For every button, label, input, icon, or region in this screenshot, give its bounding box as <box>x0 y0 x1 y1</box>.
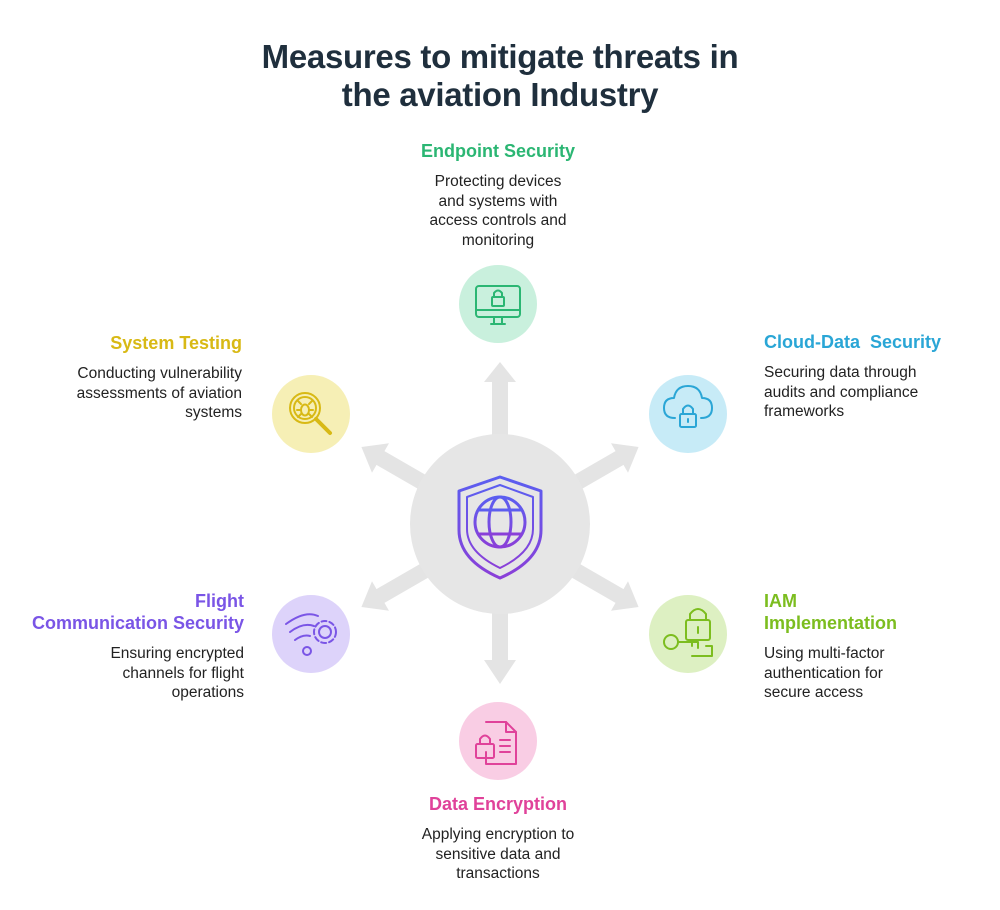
page-title-line-2: the aviation Industry <box>341 76 659 113</box>
iam-implementation-desc-line: authentication for <box>764 664 883 682</box>
cloud-data-security-block: Cloud-Data Security Securing data throug… <box>764 331 996 422</box>
flight-communication-security-title-line: Communication Security <box>31 613 244 633</box>
cloud-data-security-desc-line: Securing data through <box>764 364 917 381</box>
iam-implementation-block: IAM Implementation Using multi-factor au… <box>764 590 996 703</box>
cloud-lock-icon <box>663 385 713 428</box>
monitor-lock-icon <box>475 285 521 325</box>
flight-circle <box>272 595 350 673</box>
data-encryption-desc-line: transactions <box>456 865 540 882</box>
iam-implementation-desc-line: secure access <box>764 684 864 701</box>
endpoint-security-desc-line: monitoring <box>461 231 535 249</box>
endpoint-security-desc-line: Protecting devices <box>434 173 562 190</box>
system-testing-desc: Conducting vulnerability assessments of … <box>4 364 242 423</box>
iam-implementation-desc: Using multi-factor authentication for se… <box>764 644 996 703</box>
data-encryption-desc-line: sensitive data and <box>435 845 561 863</box>
system-testing-desc-line: systems <box>185 404 242 421</box>
system-testing-desc-line: assessments of aviation <box>76 384 242 402</box>
endpoint-security-block: Endpoint Security Protecting devices and… <box>380 140 616 250</box>
data-encryption-title: Data Encryption <box>428 794 568 814</box>
cloud-data-security-desc: Securing data through audits and complia… <box>764 363 996 422</box>
flight-communication-security-desc: Ensuring encrypted channels for flight o… <box>4 644 244 703</box>
iam-implementation-title-line: Implementation <box>764 613 898 633</box>
flight-communication-security-title-line: Flight <box>195 591 244 611</box>
arrow-to-encryption <box>484 600 516 684</box>
key-lock-icon <box>663 608 713 657</box>
shield-globe-icon <box>457 475 543 580</box>
cloud-data-security-desc-line: audits and compliance <box>764 383 919 401</box>
iam-implementation-desc-line: Using multi-factor <box>764 645 885 662</box>
data-encryption-block: Data Encryption Applying encryption to s… <box>370 793 626 884</box>
testing-circle <box>272 375 350 453</box>
system-testing-title: System Testing <box>110 333 242 353</box>
page-title: Measures to mitigate threats in the avia… <box>0 38 1000 114</box>
data-encryption-desc: Applying encryption to sensitive data an… <box>370 825 626 884</box>
cloud-data-security-desc-line: frameworks <box>764 403 845 420</box>
endpoint-security-desc: Protecting devices and systems with acce… <box>380 172 616 250</box>
flight-communication-security-desc-line: operations <box>171 684 244 701</box>
iam-circle <box>649 595 727 673</box>
cloud-data-security-title: Cloud-Data Security <box>764 332 942 352</box>
flight-communication-security-block: Flight Communication Security Ensuring e… <box>4 590 244 703</box>
bug-magnifier-icon <box>289 392 332 435</box>
system-testing-desc-line: Conducting vulnerability <box>77 365 242 382</box>
flight-communication-security-title: Flight Communication Security <box>4 590 244 634</box>
iam-implementation-title-line: IAM <box>764 591 797 611</box>
system-testing-block: System Testing Conducting vulnerability … <box>4 332 242 423</box>
endpoint-security-title: Endpoint Security <box>420 141 575 161</box>
endpoint-security-desc-line: access controls and <box>429 212 567 229</box>
page-title-line-1: Measures to mitigate threats in <box>261 38 739 75</box>
encryption-circle <box>459 702 537 780</box>
flight-communication-security-desc-line: Ensuring encrypted <box>110 645 244 662</box>
endpoint-security-desc-line: and systems with <box>438 192 558 210</box>
document-lock-icon <box>475 721 517 765</box>
endpoint-circle <box>459 265 537 343</box>
iam-implementation-title: IAM Implementation <box>764 590 996 634</box>
wifi-gear-icon <box>285 613 337 656</box>
flight-communication-security-desc-line: channels for flight <box>122 664 245 682</box>
arrow-to-endpoint <box>484 362 516 440</box>
data-encryption-desc-line: Applying encryption to <box>421 826 575 843</box>
